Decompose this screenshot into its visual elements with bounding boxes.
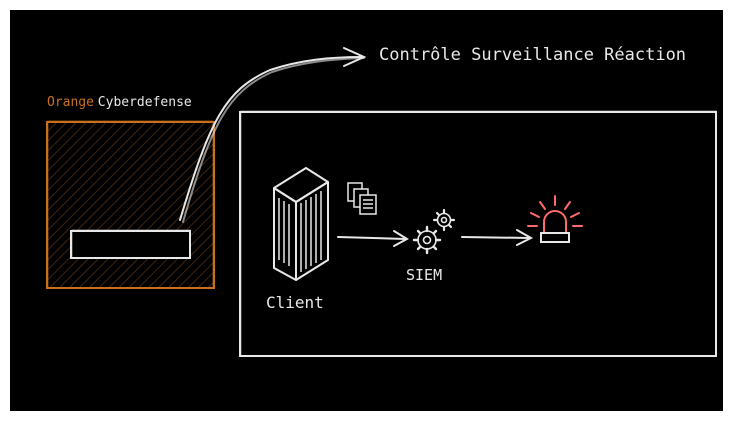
curved-arrow [179, 47, 367, 223]
arrow-siem-to-alarm [461, 229, 534, 246]
brand-cyberdefense-text: Cyberdefense [97, 95, 192, 110]
orange-cyberdefense-box [46, 120, 215, 289]
headline-text: Contrôle Surveillance Réaction [379, 45, 687, 65]
brand-label: Orange Cyberdefense [47, 95, 192, 110]
building-icon [273, 167, 329, 281]
alarm-light-icon [527, 195, 583, 243]
siem-label: SIEM [406, 266, 443, 284]
brand-orange-text: Orange [47, 95, 94, 110]
device-bar [70, 229, 191, 259]
documents-icon [347, 182, 377, 215]
diagram-drawing [46, 47, 717, 357]
gears-icon [412, 208, 456, 255]
client-label: Client [266, 293, 324, 312]
arrow-client-to-siem [337, 230, 410, 247]
client-environment-box [239, 110, 717, 357]
diagram-canvas: Contrôle Surveillance Réaction Orange Cy… [10, 10, 723, 411]
